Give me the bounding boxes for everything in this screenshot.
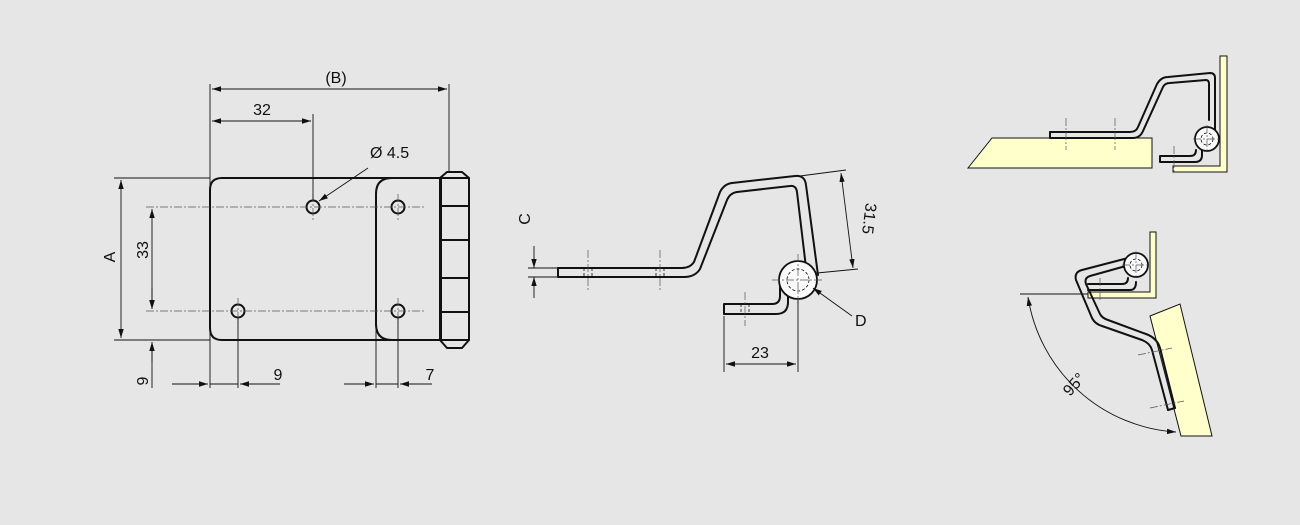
dim-23-label: 23 xyxy=(751,345,769,362)
dim-33-label: 33 xyxy=(135,241,152,259)
dim-7-label: 7 xyxy=(426,367,435,384)
door-panel xyxy=(1149,303,1213,437)
hinge-leaf-profile xyxy=(557,174,819,276)
hinge-lower-leaf-profile xyxy=(723,285,789,315)
hinge-leaf-inner-outline xyxy=(375,177,441,341)
hinge-knuckle-barrel xyxy=(439,171,470,349)
side-view: C 31.5 D 23 xyxy=(517,169,879,372)
hinge-leaf-outline xyxy=(209,177,441,341)
dim-a-label: A xyxy=(102,251,119,262)
dim-31-5-label: 31.5 xyxy=(858,202,879,235)
frame-corner xyxy=(1172,55,1228,173)
dim-hole-label: Ø 4.5 xyxy=(370,145,409,162)
dim-9-horizontal-label: 9 xyxy=(274,367,283,384)
installed-view-closed xyxy=(966,55,1228,174)
angle-arc xyxy=(1026,296,1177,435)
dim-32-label: 32 xyxy=(253,102,271,119)
dim-c-label: C xyxy=(517,213,534,225)
wood-panel xyxy=(966,137,1153,169)
dim-9-vertical-label: 9 xyxy=(135,376,152,385)
angle-label: 95° xyxy=(1060,370,1089,399)
dim-d-label: D xyxy=(855,313,867,330)
dim-b-label: (B) xyxy=(325,70,346,87)
front-view: (B) 32 Ø 4.5 A 33 9 9 7 xyxy=(102,70,470,388)
installed-view-open: 95° xyxy=(1020,231,1213,437)
